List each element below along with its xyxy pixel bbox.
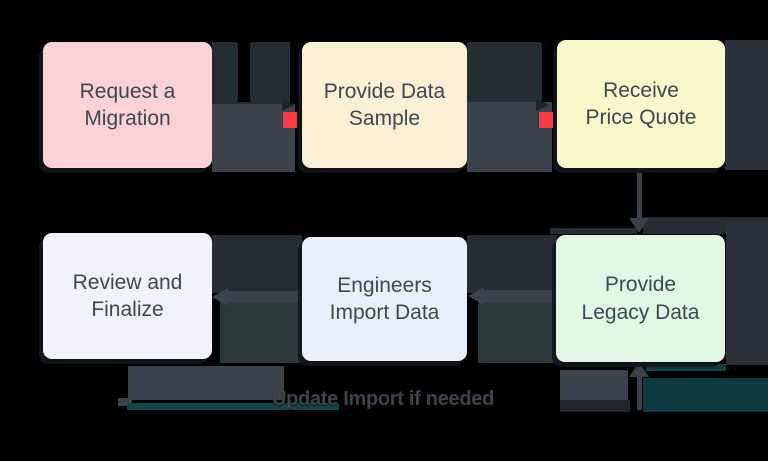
teal-accent-panel — [643, 378, 768, 412]
loop-connector-shadow — [560, 370, 628, 400]
loop-connector-start — [118, 398, 132, 406]
node-label-line: Request a — [79, 79, 176, 103]
connector-line-horizontal — [484, 290, 557, 302]
arrowhead-left-icon — [468, 287, 484, 305]
teal-accent-sliver — [537, 102, 540, 128]
node-label-line: Sample — [348, 107, 421, 130]
node-label-line: Review and — [72, 270, 183, 294]
arrowhead-right-icon — [282, 99, 295, 111]
node-label-line: Receive — [603, 78, 679, 102]
connector-line-vertical — [637, 168, 642, 220]
arrowhead-up-icon — [629, 362, 649, 377]
connector-shadow — [212, 42, 290, 104]
teal-accent-strip — [646, 364, 726, 371]
node-label-line: Import Data — [329, 301, 440, 324]
node-label-line: Finalize — [91, 298, 164, 321]
node-request-a-migration: Request a Migration — [43, 42, 212, 168]
node-engineers-import-data: Engineers Import Data — [302, 237, 467, 361]
node-label-line: Migration — [84, 107, 171, 130]
connector-line-vertical — [637, 376, 642, 410]
connector-line-horizontal — [228, 291, 302, 302]
node-label-line: Provide Data — [323, 79, 446, 103]
connector-shadow — [467, 235, 557, 293]
connector-shadow-gap — [238, 42, 250, 102]
connector-shadow — [220, 293, 302, 363]
arrowhead-left-icon — [212, 288, 228, 306]
loop-connector-shadow — [128, 366, 284, 400]
connector-shadow — [467, 42, 542, 102]
connector-shadow-gap — [544, 42, 553, 100]
connector-shadow — [725, 40, 768, 170]
connector-shadow — [726, 222, 768, 365]
flow-marker-red — [539, 112, 553, 128]
node-label-line: Engineers — [337, 273, 432, 297]
flow-marker-red — [283, 112, 297, 128]
connector-shadow — [212, 104, 295, 172]
connector-shadow — [212, 235, 302, 293]
arrowhead-right-icon — [536, 99, 549, 111]
connector-shadow — [478, 293, 557, 363]
node-provide-legacy-data: Provide Legacy Data — [556, 235, 725, 362]
node-label-line: Legacy Data — [581, 300, 700, 324]
node-label-line: Provide — [604, 273, 677, 297]
node-review-and-finalize: Review and Finalize — [43, 233, 212, 359]
loop-edge-label: Update Import if needed — [271, 388, 494, 410]
arrowhead-down-icon — [629, 218, 649, 233]
node-provide-data-sample: Provide Data Sample — [302, 42, 467, 168]
node-label-line: Price Quote — [585, 106, 697, 129]
loop-connector-teal-line — [127, 403, 339, 410]
connector-shadow — [550, 228, 637, 234]
node-receive-price-quote: Receive Price Quote — [557, 40, 725, 168]
loop-connector-shadow — [560, 400, 630, 412]
